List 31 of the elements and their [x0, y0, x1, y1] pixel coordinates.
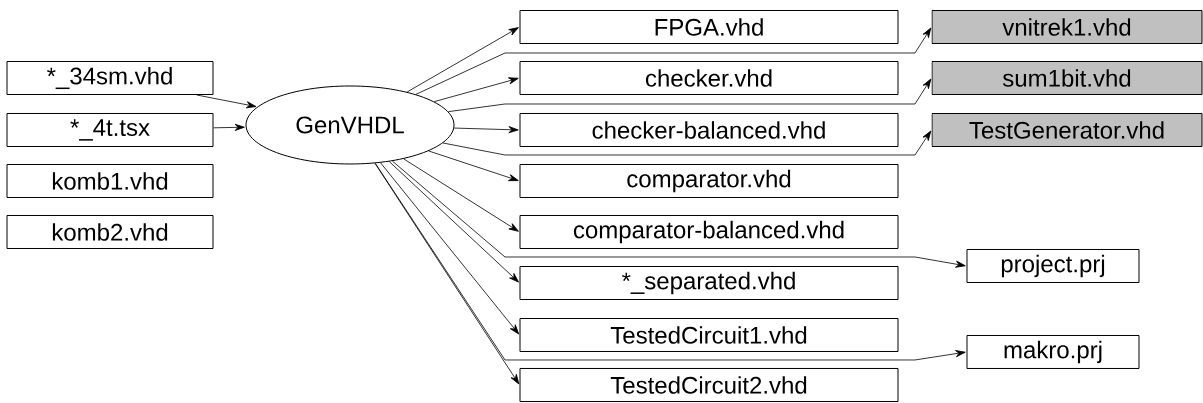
file-box: sum1bit.vhd — [931, 61, 1203, 95]
arrow — [388, 161, 519, 283]
file-box: FPGA.vhd — [519, 10, 899, 44]
file-box: TestGenerator.vhd — [931, 113, 1203, 147]
arrow — [392, 160, 966, 268]
arrow — [380, 162, 520, 335]
arrow — [406, 27, 519, 93]
arrow — [415, 27, 932, 95]
file-box: comparator-balanced.vhd — [519, 215, 899, 249]
file-box: *_4t.tsx — [6, 113, 214, 147]
file-box: TestedCircuit2.vhd — [519, 368, 899, 402]
file-box: vnitrek1.vhd — [931, 10, 1203, 44]
arrow — [433, 77, 519, 103]
file-box: *_separated.vhd — [519, 266, 899, 300]
arrow — [196, 94, 257, 109]
arrow — [448, 78, 932, 113]
arrow — [374, 162, 966, 361]
file-box: makro.prj — [966, 335, 1140, 369]
file-box: komb2.vhd — [6, 215, 214, 249]
arrow — [403, 158, 519, 232]
arrow — [213, 123, 245, 131]
file-box: *_34sm.vhd — [6, 61, 214, 95]
arrow — [442, 130, 932, 156]
file-box: checker-balanced.vhd — [519, 113, 899, 147]
file-box: komb1.vhd — [6, 164, 214, 198]
arrow — [428, 150, 519, 182]
arrow — [453, 126, 519, 134]
file-box: checker.vhd — [519, 61, 899, 95]
file-box: TestedCircuit1.vhd — [519, 318, 899, 352]
file-box: project.prj — [966, 249, 1140, 283]
file-box: comparator.vhd — [519, 164, 899, 198]
